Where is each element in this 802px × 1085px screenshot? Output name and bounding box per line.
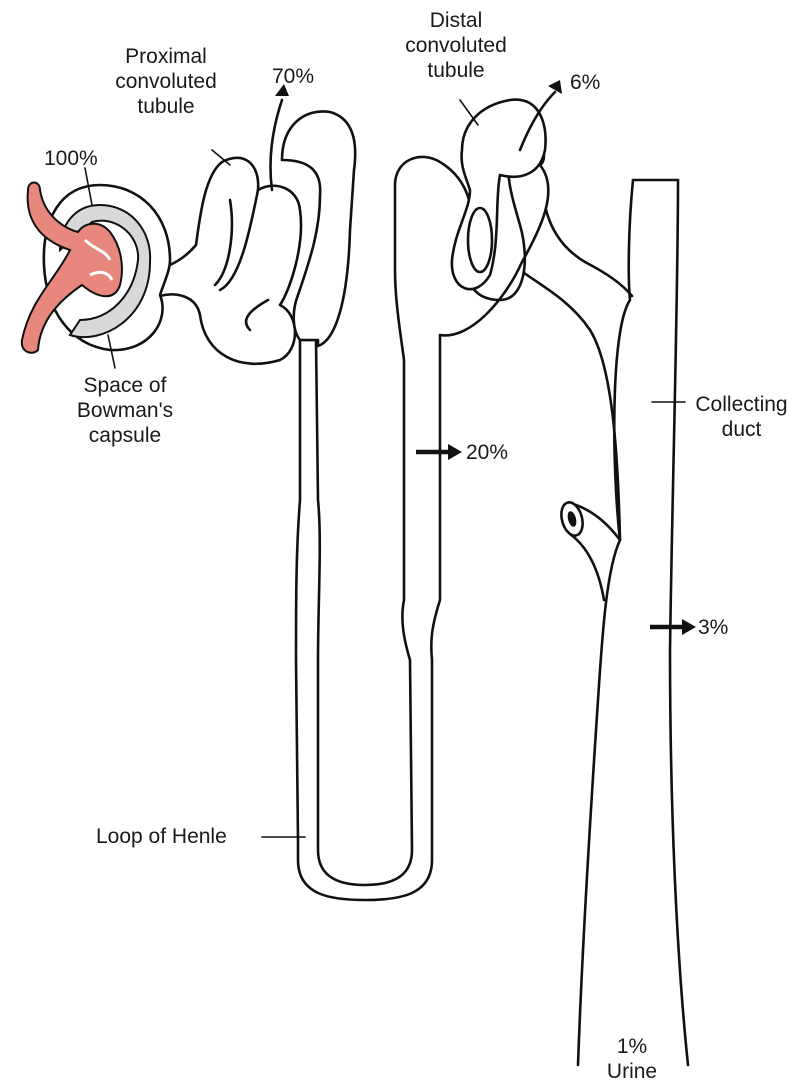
urine-text: Urine <box>596 1059 668 1084</box>
percent-100-label: 100% <box>44 146 98 171</box>
urine-label: 1% Urine <box>596 1034 668 1084</box>
proximal-line-3: tubule <box>96 94 236 119</box>
collecting-duct-label: Collecting duct <box>684 392 799 442</box>
side-branch-tubule <box>558 500 620 600</box>
percent-6-label: 6% <box>570 70 600 95</box>
pointer-distal <box>460 100 478 125</box>
bowman-line-1: Space of <box>60 373 190 398</box>
percent-3-label: 3% <box>698 615 728 640</box>
bowman-line-3: capsule <box>60 423 190 448</box>
loop-of-henle-label: Loop of Henle <box>96 824 227 849</box>
arrow-3 <box>650 619 696 635</box>
proximal-convoluted-tubule <box>150 111 355 363</box>
distal-tubule-label: Distal convoluted tubule <box>396 8 516 83</box>
collecting-duct <box>578 180 688 1065</box>
collecting-line-2: duct <box>684 417 799 442</box>
bowman-space-label: Space of Bowman's capsule <box>60 373 190 448</box>
percent-70-label: 70% <box>272 64 314 89</box>
urine-percent: 1% <box>596 1034 668 1059</box>
proximal-line-1: Proximal <box>96 44 236 69</box>
distal-line-3: tubule <box>396 58 516 83</box>
collecting-line-1: Collecting <box>684 392 799 417</box>
proximal-tubule-label: Proximal convoluted tubule <box>96 44 236 119</box>
proximal-line-2: convoluted <box>96 69 236 94</box>
percent-20-label: 20% <box>466 440 508 465</box>
bowman-line-2: Bowman's <box>60 398 190 423</box>
distal-line-2: convoluted <box>396 33 516 58</box>
distal-line-1: Distal <box>396 8 516 33</box>
